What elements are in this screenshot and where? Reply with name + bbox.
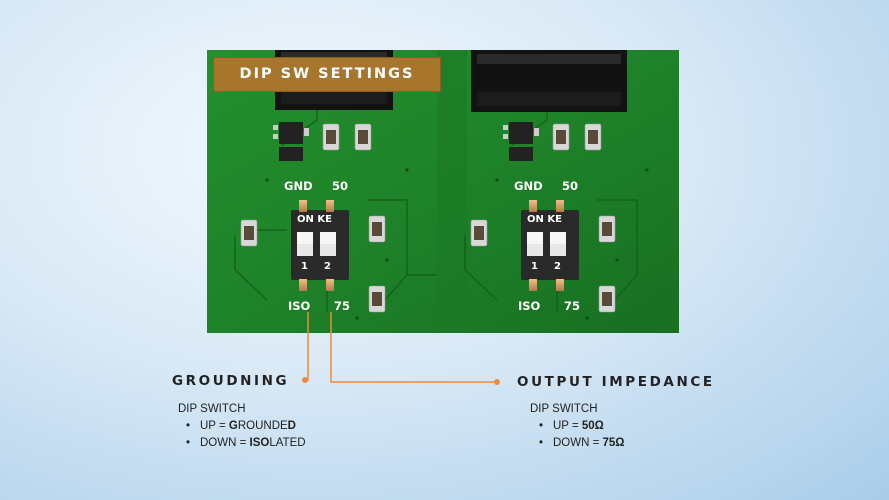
grounding-down-item: DOWN = ISOLATED <box>186 435 306 452</box>
left-75-label: 75 <box>334 299 351 313</box>
impedance-subtitle: DIP SWITCH <box>530 403 598 415</box>
left-50-label: 50 <box>332 179 349 193</box>
impedance-up-item: UP = 50Ω <box>539 418 625 435</box>
impedance-callout-line <box>330 312 497 383</box>
grounding-heading: GROUDNING <box>172 373 290 389</box>
grounding-list: UP = GROUNDED DOWN = ISOLATED <box>186 418 306 452</box>
right-on-label: ON KE <box>527 214 562 225</box>
left-on-label: ON KE <box>297 214 332 225</box>
right-pos2-label: 2 <box>554 261 561 272</box>
right-iso-label: ISO <box>518 299 541 313</box>
dip-sw-settings-banner: DIP SW SETTINGS <box>213 57 441 92</box>
left-pos2-label: 2 <box>324 261 331 272</box>
left-gnd-label: GND <box>284 179 313 193</box>
right-gnd-label: GND <box>514 179 543 193</box>
grounding-subtitle: DIP SWITCH <box>178 403 246 415</box>
impedance-list: UP = 50Ω DOWN = 75Ω <box>539 418 625 452</box>
grounding-callout-line <box>305 312 309 381</box>
impedance-down-item: DOWN = 75Ω <box>539 435 625 452</box>
left-pos1-label: 1 <box>301 261 308 272</box>
right-50-label: 50 <box>562 179 579 193</box>
right-75-label: 75 <box>564 299 581 313</box>
grounding-callout-dot <box>302 377 308 383</box>
left-iso-label: ISO <box>288 299 311 313</box>
impedance-heading: OUTPUT IMPEDANCE <box>517 374 715 390</box>
grounding-up-item: UP = GROUNDED <box>186 418 306 435</box>
right-pos1-label: 1 <box>531 261 538 272</box>
impedance-callout-dot <box>494 379 500 385</box>
